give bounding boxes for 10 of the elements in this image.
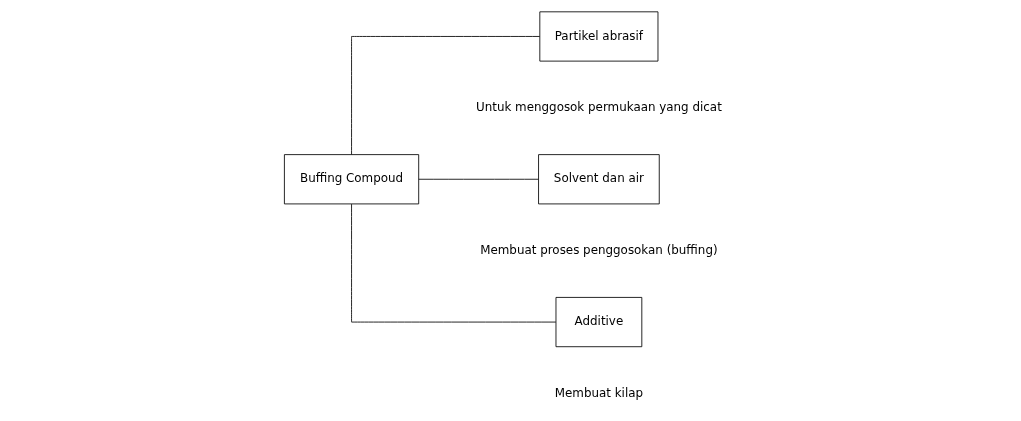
node-box: Buffing Compoud (283, 154, 420, 205)
connector (351, 203, 557, 323)
node-box: Solvent dan air (538, 154, 660, 205)
connector (418, 178, 539, 180)
node-label: Untuk menggosok permukaan yang dicat (476, 100, 722, 115)
node-box: Additive (555, 297, 643, 348)
node-label: Membuat proses penggosokan (buffing) (480, 242, 718, 257)
node-label: Membuat kilap (554, 385, 644, 400)
connector (351, 36, 541, 155)
node-box: Partikel abrasif (539, 11, 659, 62)
